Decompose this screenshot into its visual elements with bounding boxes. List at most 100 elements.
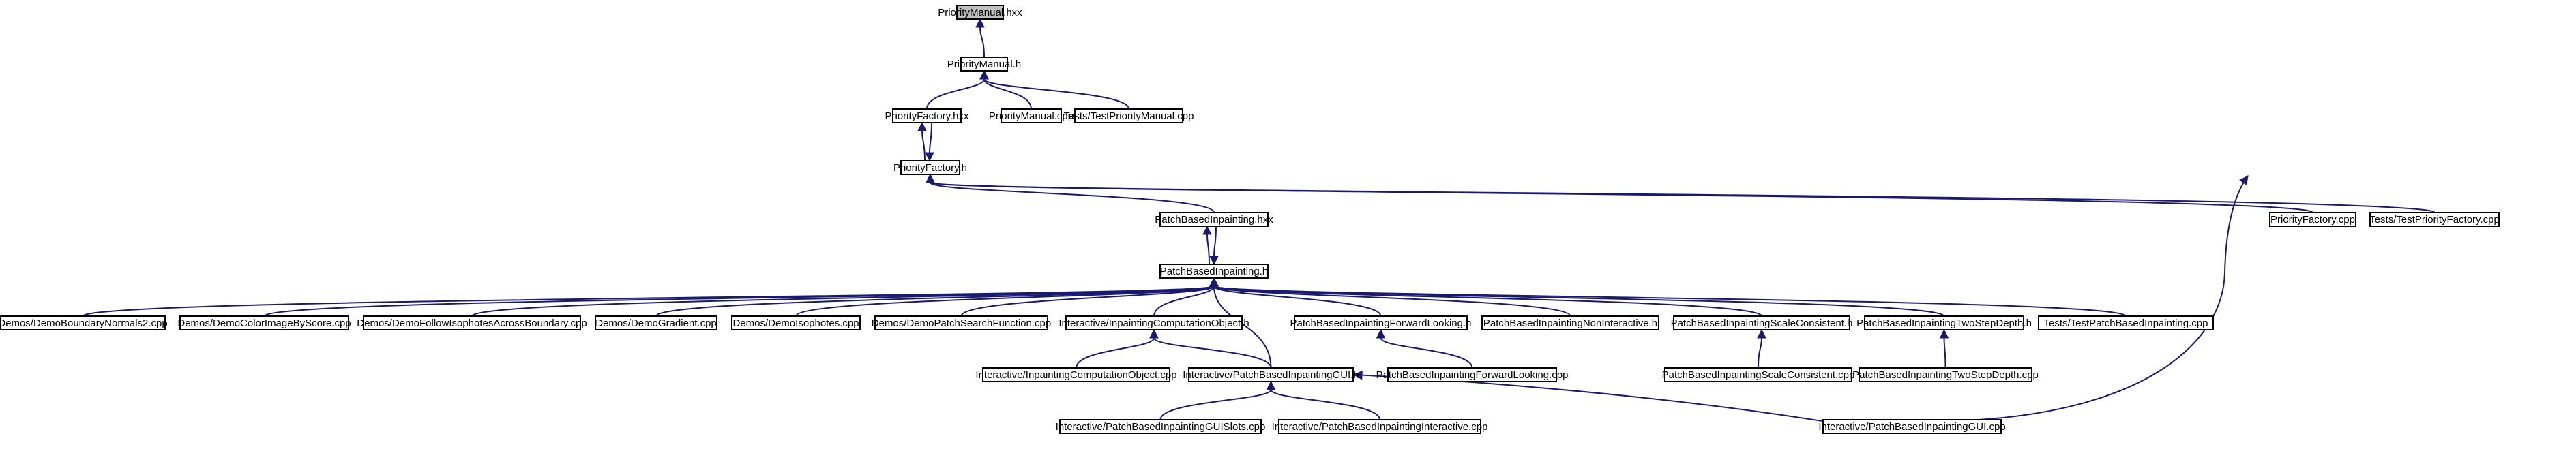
- node-interactive-inpaintingcomputationobject-h[interactable]: Interactive/InpaintingComputationObject.…: [1058, 315, 1249, 330]
- node-patchbasedinpaintingscaleconsistent-cpp[interactable]: PatchBasedInpaintingScaleConsistent.cpp: [1662, 367, 1855, 382]
- edge-prioritymanual-cpp-to-prioritymanual-h: [979, 69, 1032, 110]
- node-box: [1294, 315, 1468, 330]
- edge-arrowhead: [1266, 380, 1276, 390]
- node-prioritymanual-hxx: PriorityManual.hxx: [938, 5, 1022, 20]
- node-priorityfactory-hxx[interactable]: PriorityFactory.hxx: [885, 108, 969, 123]
- edge-line: [1943, 337, 1946, 369]
- node-box: [1159, 264, 1269, 279]
- node-box: [960, 57, 1008, 72]
- edge-line: [1213, 226, 1217, 257]
- node-label: Demos/DemoFollowIsophotesAcrossBoundary.…: [357, 318, 587, 329]
- edge-arrowhead: [1209, 256, 1219, 266]
- node-patchbasedinpaintingnoninteractive-h[interactable]: PatchBasedInpaintingNonInteractive.h: [1481, 315, 1659, 330]
- node-box: [0, 315, 166, 330]
- node-label: PatchBasedInpaintingForwardLooking.h: [1290, 318, 1471, 329]
- node-demos-demoboundarynormals2-cpp[interactable]: Demos/DemoBoundaryNormals2.cpp: [0, 315, 168, 330]
- edge-interactive-inpaintingcomputationobject-cpp-to-interactive-inpaintingcomputationobject-h: [1076, 328, 1159, 369]
- node-patchbasedinpaintingtwostepdepth-cpp[interactable]: PatchBasedInpaintingTwoStepDepth.cpp: [1852, 367, 2039, 382]
- edge-line: [1213, 285, 2127, 317]
- node-interactive-inpaintingcomputationobject-cpp[interactable]: Interactive/InpaintingComputationObject.…: [975, 367, 1177, 382]
- node-demos-demoisophotes-cpp[interactable]: Demos/DemoIsophotes.cpp: [731, 315, 861, 330]
- edge-priorityfactory-hxx-to-priorityfactory-h: [925, 122, 934, 162]
- edge-line: [983, 78, 1129, 110]
- edge-line: [983, 78, 1032, 110]
- edge-prioritymanual-h-to-prioritymanual-hxx: [975, 18, 985, 58]
- edge-line: [1076, 337, 1155, 369]
- edge-priorityfactory-hxx-to-prioritymanual-h: [926, 69, 989, 110]
- node-box: [1188, 367, 1354, 382]
- node-tests-testpriorityfactory-cpp[interactable]: Tests/TestPriorityFactory.cpp: [2369, 212, 2500, 227]
- node-label: Demos/DemoBoundaryNormals2.cpp: [0, 318, 168, 329]
- node-tests-testprioritymanual-cpp[interactable]: Tests/TestPriorityManual.cpp: [1064, 108, 1194, 123]
- edge-arrowhead: [917, 121, 927, 131]
- node-box: [874, 315, 1048, 330]
- node-label: PriorityFactory.hxx: [885, 110, 969, 122]
- node-demos-demogradient-cpp[interactable]: Demos/DemoGradient.cpp: [595, 315, 717, 330]
- node-label: Tests/TestPatchBasedInpainting.cpp: [2044, 318, 2208, 329]
- edge-line: [930, 182, 1215, 213]
- node-box: [1278, 419, 1481, 434]
- edge-line: [1159, 389, 1272, 420]
- node-interactive-patchbasedinpaintinggui-h[interactable]: Interactive/PatchBasedInpaintingGUI.h: [1183, 367, 1359, 382]
- node-box: [2269, 212, 2356, 227]
- node-box: [982, 367, 1170, 382]
- node-box: [1159, 212, 1269, 227]
- node-interactive-patchbasedinpaintingguislots-cpp[interactable]: Interactive/PatchBasedInpaintingGUISlots…: [1056, 419, 1266, 434]
- node-label: PatchBasedInpaintingScaleConsistent.cpp: [1662, 369, 1855, 381]
- node-priorityfactory-h[interactable]: PriorityFactory.h: [893, 160, 967, 175]
- node-box: [731, 315, 861, 330]
- edge-patchbasedinpaintingforwardlooking-cpp-to-patchbasedinpaintingforwardlooking-h: [1376, 328, 1473, 369]
- node-label: PriorityManual.cpp: [989, 110, 1074, 122]
- node-label: PatchBasedInpaintingTwoStepDepth.h: [1856, 318, 2032, 329]
- edge-tests-testprioritymanual-cpp-to-prioritymanual-h: [979, 69, 1129, 110]
- edge-line: [1153, 285, 1215, 317]
- node-label: Demos/DemoIsophotes.cpp: [732, 318, 859, 329]
- node-box: [1859, 367, 2032, 382]
- node-demos-demopatchsearchfunction-cpp[interactable]: Demos/DemoPatchSearchFunction.cpp: [872, 315, 1051, 330]
- node-interactive-patchbasedinpaintinggui-cpp[interactable]: Interactive/PatchBasedInpaintingGUI.cpp: [1818, 419, 2006, 434]
- edge-interactive-patchbasedinpaintinggui-cpp-to-priorityfactory-h: [1977, 175, 2249, 420]
- node-demos-democolorimagebyscore-cpp[interactable]: Demos/DemoColorImageByScore.cpp: [177, 315, 351, 330]
- node-patchbasedinpaintingscaleconsistent-h[interactable]: PatchBasedInpaintingScaleConsistent.h: [1671, 315, 1853, 330]
- edge-arrowhead: [975, 18, 985, 28]
- node-label: PriorityFactory.cpp: [2270, 214, 2355, 226]
- node-box: [2369, 212, 2500, 227]
- edge-line: [979, 27, 985, 58]
- edge-arrowhead: [1376, 328, 1386, 339]
- edge-tests-testpriorityfactory-cpp-to-priorityfactory-h: [926, 173, 2436, 213]
- node-patchbasedinpaintingforwardlooking-h[interactable]: PatchBasedInpaintingForwardLooking.h: [1290, 315, 1472, 330]
- node-demos-demofollowisophotesacrossboundary-cpp[interactable]: Demos/DemoFollowIsophotesAcrossBoundary.…: [357, 315, 587, 330]
- edge-patchbasedinpainting-hxx-to-patchbasedinpainting-h: [1209, 226, 1219, 266]
- edge-line: [1758, 337, 1762, 369]
- edge-line: [1206, 234, 1210, 265]
- node-box: [179, 315, 349, 330]
- node-label: PriorityFactory.h: [893, 162, 967, 174]
- edge-arrowhead: [1149, 328, 1159, 339]
- node-patchbasedinpainting-hxx[interactable]: PatchBasedInpainting.hxx: [1155, 212, 1273, 227]
- node-priorityfactory-cpp[interactable]: PriorityFactory.cpp: [2269, 212, 2356, 227]
- edge-interactive-patchbasedinpaintingguislots-cpp-to-interactive-patchbasedinpaintinggui-h: [1159, 380, 1276, 420]
- node-box: [1059, 419, 1262, 434]
- node-patchbasedinpainting-h[interactable]: PatchBasedInpainting.h: [1159, 264, 1269, 279]
- nodes-layer: PriorityManual.hxxPriorityManual.hPriori…: [0, 5, 2500, 434]
- node-prioritymanual-cpp[interactable]: PriorityManual.cpp: [989, 108, 1074, 123]
- edge-demos-demoisophotes-cpp-to-patchbasedinpainting-h: [795, 277, 1219, 317]
- edge-arrowhead: [1352, 370, 1363, 380]
- edge-line: [1213, 285, 1382, 317]
- node-patchbasedinpaintingforwardlooking-cpp[interactable]: PatchBasedInpaintingForwardLooking.cpp: [1376, 367, 1569, 382]
- node-label: Interactive/PatchBasedInpaintingInteract…: [1272, 421, 1488, 433]
- node-box: [1481, 315, 1659, 330]
- edge-arrowhead: [1939, 328, 1949, 339]
- node-label: PatchBasedInpaintingTwoStepDepth.cpp: [1852, 369, 2039, 381]
- node-label: Interactive/PatchBasedInpaintingGUI.cpp: [1818, 421, 2005, 433]
- node-box: [956, 5, 1004, 20]
- node-interactive-patchbasedinpaintinginteractive-cpp[interactable]: Interactive/PatchBasedInpaintingInteract…: [1272, 419, 1488, 434]
- edges-layer: [82, 18, 2436, 422]
- node-patchbasedinpaintingtwostepdepth-h[interactable]: PatchBasedInpaintingTwoStepDepth.h: [1856, 315, 2032, 330]
- node-tests-testpatchbasedinpainting-cpp[interactable]: Tests/TestPatchBasedInpainting.cpp: [2038, 315, 2214, 330]
- node-box: [1387, 367, 1557, 382]
- node-prioritymanual-h[interactable]: PriorityManual.h: [947, 57, 1021, 72]
- node-label: PatchBasedInpaintingNonInteractive.h: [1483, 318, 1657, 329]
- edge-line: [1977, 175, 2249, 420]
- node-label: PatchBasedInpaintingScaleConsistent.h: [1671, 318, 1853, 329]
